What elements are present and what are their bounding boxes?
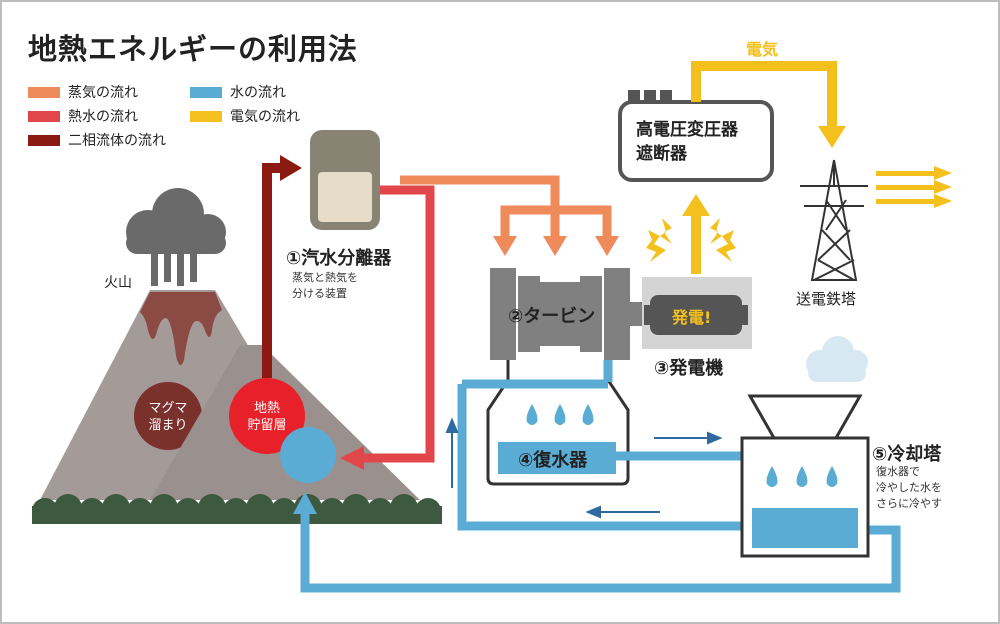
transmission-tower-icon (800, 159, 868, 281)
arrow-icon (280, 155, 302, 181)
legend-swatch (190, 86, 222, 98)
generator (642, 277, 752, 349)
condenser-label: ④復水器 (518, 450, 588, 471)
legend-electricity: 電気の流れ (190, 106, 300, 126)
page-title: 地熱エネルギーの利用法 (28, 32, 359, 66)
power-output-arrows (876, 166, 952, 208)
reservoir-label: 地熱 貯留層 (247, 401, 287, 433)
water-drop-icon (526, 404, 594, 425)
tower-label: 送電鉄塔 (796, 290, 857, 308)
magma-chamber (134, 382, 202, 450)
turbine (490, 268, 642, 360)
separator-vessel (310, 130, 380, 230)
cooling-tower (740, 394, 870, 558)
volcano-label: 火山 (104, 275, 132, 291)
legend-swatch (28, 134, 60, 146)
arrow-icon (818, 126, 846, 148)
legend-hot-water: 熱水の流れ (28, 106, 138, 126)
legend-label: 熱水の流れ (68, 109, 138, 125)
legend-label: 水の流れ (230, 85, 286, 101)
steam-pipe (400, 175, 612, 238)
steam-cloud-icon (806, 336, 868, 382)
lightning-bolt-icon (646, 218, 736, 262)
flow-arrows (445, 417, 723, 519)
hot-water-pipe (362, 185, 435, 463)
arrow-icon (340, 446, 364, 470)
legend-swatch (28, 110, 60, 122)
electricity-line (691, 61, 837, 128)
electricity-label: 電気 (746, 40, 779, 59)
cloud-icon (126, 188, 226, 286)
legend-two-phase: 二相流体の流れ (28, 130, 166, 150)
generator-label: ③発電機 (654, 358, 724, 379)
legend-water: 水の流れ (190, 82, 286, 102)
two-phase-pipe (262, 163, 282, 378)
legend-label: 電気の流れ (230, 109, 300, 125)
turbine-label: ②タービン (508, 306, 596, 327)
legend-label: 二相流体の流れ (68, 133, 166, 149)
legend-label: 蒸気の流れ (68, 85, 138, 101)
cooling-tower-label: ⑤冷却塔 (872, 444, 942, 465)
legend-steam: 蒸気の流れ (28, 82, 138, 102)
cooling-tower-desc: 復水器で 冷やした水を さらに冷やす (876, 465, 942, 510)
electricity-up-arrow (682, 194, 710, 274)
generator-screen-text: 発電! (672, 308, 712, 327)
water-drop-icon (766, 466, 838, 487)
geothermal-reservoir (229, 378, 305, 454)
transformer (618, 90, 774, 182)
legend-swatch (190, 110, 222, 122)
ground (32, 494, 442, 524)
magma-label: マグマ 溜まり (148, 401, 188, 433)
legend-swatch (28, 86, 60, 98)
separator-label: ①汽水分離器 (286, 248, 392, 269)
water-reservoir (280, 427, 336, 483)
steam-arrows (493, 236, 619, 256)
separator-desc: 蒸気と熱気を 分ける装置 (292, 271, 358, 300)
transformer-label: 高電圧変圧器 遮断器 (636, 120, 738, 164)
arrow-icon (293, 492, 317, 514)
